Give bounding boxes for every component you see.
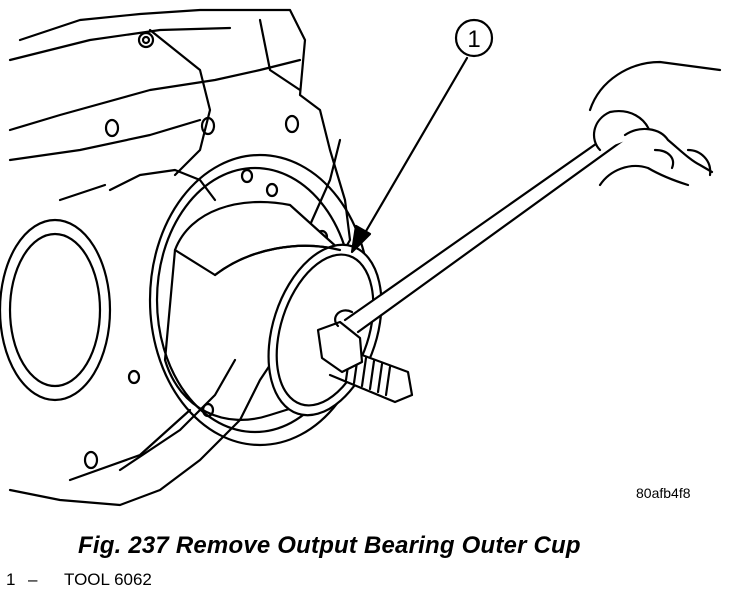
callout-1: 1 <box>350 18 494 254</box>
tool-6062 <box>163 200 414 421</box>
transfer-case-housing <box>0 8 352 507</box>
legend-label: TOOL 6062 <box>64 570 152 589</box>
legend-number: 1 <box>6 570 16 589</box>
technical-illustration: 1 <box>0 8 722 507</box>
legend-dash: – <box>28 570 38 589</box>
figure-caption: Fig. 237 Remove Output Bearing Outer Cup <box>78 532 581 559</box>
image-id: 80afb4f8 <box>636 485 691 501</box>
hand <box>588 60 722 187</box>
wrench <box>334 118 642 334</box>
callout-number: 1 <box>467 26 480 53</box>
legend-item: 1 – TOOL 6062 <box>6 570 152 590</box>
